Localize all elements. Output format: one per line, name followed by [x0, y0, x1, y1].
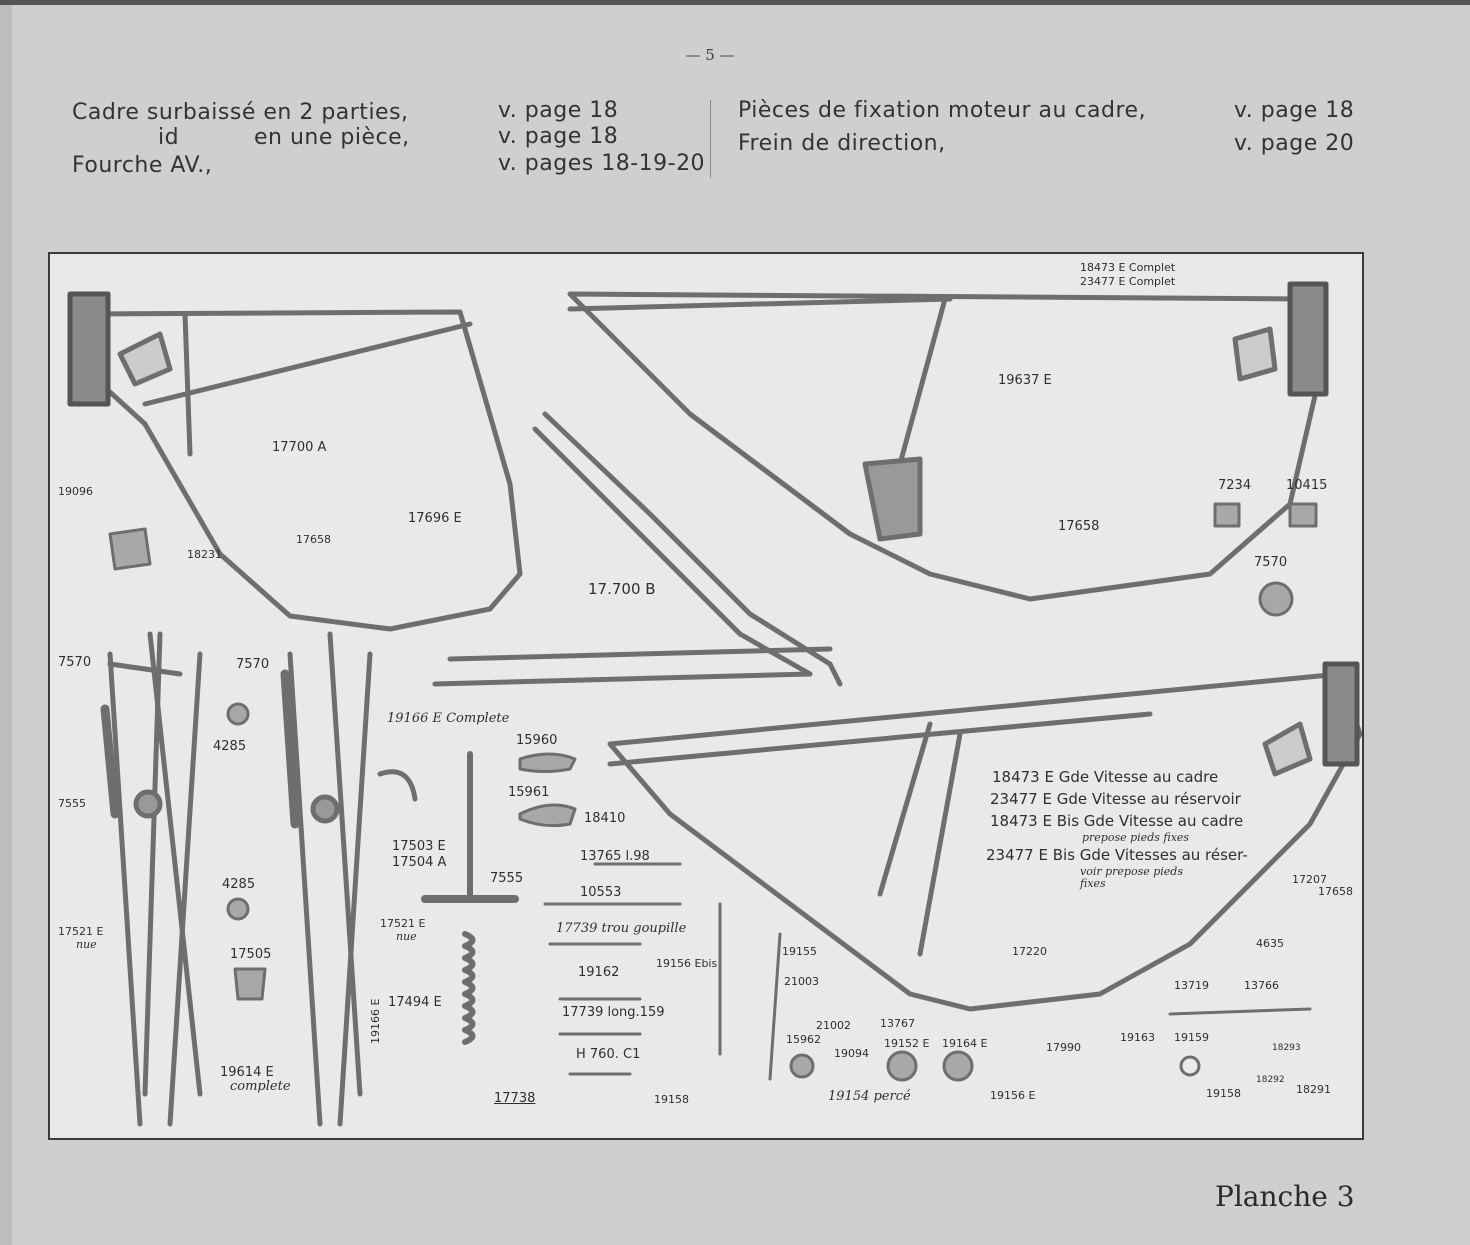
- label-13719: 13719: [1174, 979, 1209, 992]
- label-19094: 19094: [834, 1047, 869, 1060]
- frame-18473-complete-drawing: [567, 281, 1329, 602]
- label-18473-gde-vitesse-cadre: 18473 E Gde Vitesse au cadre: [992, 768, 1219, 786]
- label-18473-complete: 18473 E Complet: [1080, 261, 1176, 274]
- index-right-label-1: Frein de direction,: [738, 131, 946, 156]
- label-4285-b: 4285: [222, 877, 256, 892]
- index-right-ref-1: v. page 20: [1234, 131, 1355, 156]
- label-17505: 17505: [230, 947, 272, 962]
- label-19162: 19162: [578, 965, 620, 980]
- page-gutter: [0, 0, 12, 1245]
- label-7570-b: 7570: [58, 655, 92, 670]
- label-7555-a: 7555: [490, 871, 524, 886]
- label-17494: 17494 E: [388, 995, 442, 1010]
- label-4635: 4635: [1256, 937, 1284, 950]
- index-left-ref-0: v. page 18: [498, 98, 619, 123]
- index-left-label-0: Cadre surbaissé en 2 parties,: [72, 100, 409, 125]
- label-7555-b: 7555: [58, 797, 86, 810]
- label-17658-a: 17658: [296, 533, 331, 546]
- frame-17700b-drawing: [432, 411, 843, 687]
- label-19154-perce: 19154 percé: [828, 1089, 911, 1104]
- label-19614: 19614 E: [220, 1065, 274, 1080]
- label-18291: 18291: [1296, 1083, 1331, 1096]
- label-18293: 18293: [1272, 1043, 1301, 1053]
- index-divider: [710, 100, 711, 178]
- label-23477-bis-note-2: fixes: [1080, 877, 1106, 890]
- label-19166-complete: 19166 E Complete: [387, 711, 510, 726]
- label-19614-complete: complete: [230, 1079, 291, 1094]
- label-17521-b: 17521 E: [380, 917, 426, 930]
- label-18473-bis-note: prepose pieds fixes: [1082, 831, 1190, 844]
- index-left-label-2: Fourche AV.,: [72, 153, 213, 178]
- label-13766: 13766: [1244, 979, 1279, 992]
- label-h760: H 760. C1: [576, 1047, 641, 1062]
- label-17739-long: 17739 long.159: [562, 1005, 665, 1020]
- fork-17521-left-drawing: [100, 631, 203, 1127]
- index-left-ref-1: v. page 18: [498, 124, 619, 149]
- parts-plate: 18473 E Complet 23477 E Complet 19637 E …: [48, 252, 1364, 1140]
- label-17503: 17503 E: [392, 839, 446, 854]
- label-17658-b: 17658: [1058, 519, 1100, 534]
- label-7570-a: 7570: [1254, 555, 1288, 570]
- page-top-edge: [0, 0, 1470, 5]
- label-19158-b: 19158: [1206, 1087, 1241, 1100]
- label-19159: 19159: [1174, 1031, 1209, 1044]
- label-15960: 15960: [516, 733, 558, 748]
- label-19156-bis: 19156 Ebis: [656, 957, 718, 970]
- label-17521-a-nue: nue: [76, 938, 97, 951]
- label-15961: 15961: [508, 785, 550, 800]
- label-21003: 21003: [784, 975, 819, 988]
- page-number: — 5 —: [685, 46, 735, 64]
- label-13765: 13765 l.98: [580, 849, 650, 864]
- parts-drawing: [67, 281, 1362, 1127]
- label-18231: 18231: [187, 548, 222, 561]
- small-parts-drawing: [108, 502, 1318, 1082]
- plate-title: Planche 3: [1215, 1180, 1355, 1213]
- label-19163: 19163: [1120, 1031, 1155, 1044]
- label-23477-bis: 23477 E Bis Gde Vitesses au réser-: [986, 846, 1248, 864]
- label-17521-b-nue: nue: [396, 930, 417, 943]
- label-23477-gde-vitesse-reservoir: 23477 E Gde Vitesse au réservoir: [990, 790, 1241, 808]
- index-left-ref-2: v. pages 18-19-20: [498, 151, 706, 176]
- index-right-label-0: Pièces de fixation moteur au cadre,: [738, 98, 1147, 123]
- label-19637: 19637 E: [998, 373, 1052, 388]
- label-10415: 10415: [1286, 478, 1328, 493]
- spring-17494-drawing: [421, 751, 519, 1045]
- label-17738: 17738: [494, 1091, 536, 1106]
- label-18292: 18292: [1256, 1075, 1285, 1085]
- label-18473-bis: 18473 E Bis Gde Vitesse au cadre: [990, 812, 1244, 830]
- label-7234: 7234: [1218, 478, 1252, 493]
- label-19158-a: 19158: [654, 1093, 689, 1106]
- label-19155: 19155: [782, 945, 817, 958]
- rods-drawing: [543, 862, 1312, 1081]
- label-17990: 17990: [1046, 1041, 1081, 1054]
- label-21002: 21002: [816, 1019, 851, 1032]
- label-17696: 17696 E: [408, 511, 462, 526]
- label-19166-vertical: 19166 E: [369, 998, 382, 1044]
- label-10553: 10553: [580, 885, 622, 900]
- fork-17521-right-drawing: [280, 631, 418, 1127]
- label-17504: 17504 A: [392, 855, 447, 870]
- label-13767: 13767: [880, 1017, 915, 1030]
- label-7570-c: 7570: [236, 657, 270, 672]
- label-23477-complete: 23477 E Complet: [1080, 275, 1176, 288]
- label-17700b: 17.700 B: [588, 580, 656, 598]
- label-19164: 19164 E: [942, 1037, 988, 1050]
- label-17700a: 17700 A: [272, 440, 327, 455]
- index-left-label-1: id en une pièce,: [158, 125, 410, 150]
- label-19096: 19096: [58, 485, 93, 498]
- label-15962: 15962: [786, 1033, 821, 1046]
- label-18410: 18410: [584, 811, 626, 826]
- index-right-ref-0: v. page 18: [1234, 98, 1355, 123]
- label-17220: 17220: [1012, 945, 1047, 958]
- label-19156-e: 19156 E: [990, 1089, 1036, 1102]
- frame-17700a-drawing: [67, 291, 523, 632]
- label-4285-a: 4285: [213, 739, 247, 754]
- label-19152: 19152 E: [884, 1037, 930, 1050]
- frame-18473-lower-drawing: [607, 661, 1362, 1012]
- label-17207: 17207: [1292, 873, 1327, 886]
- label-17521-a: 17521 E: [58, 925, 104, 938]
- label-17658-c: 17658: [1318, 885, 1353, 898]
- label-17739-trou-goupille: 17739 trou goupille: [556, 921, 687, 936]
- label-23477-bis-note-1: voir prepose pieds: [1080, 865, 1183, 878]
